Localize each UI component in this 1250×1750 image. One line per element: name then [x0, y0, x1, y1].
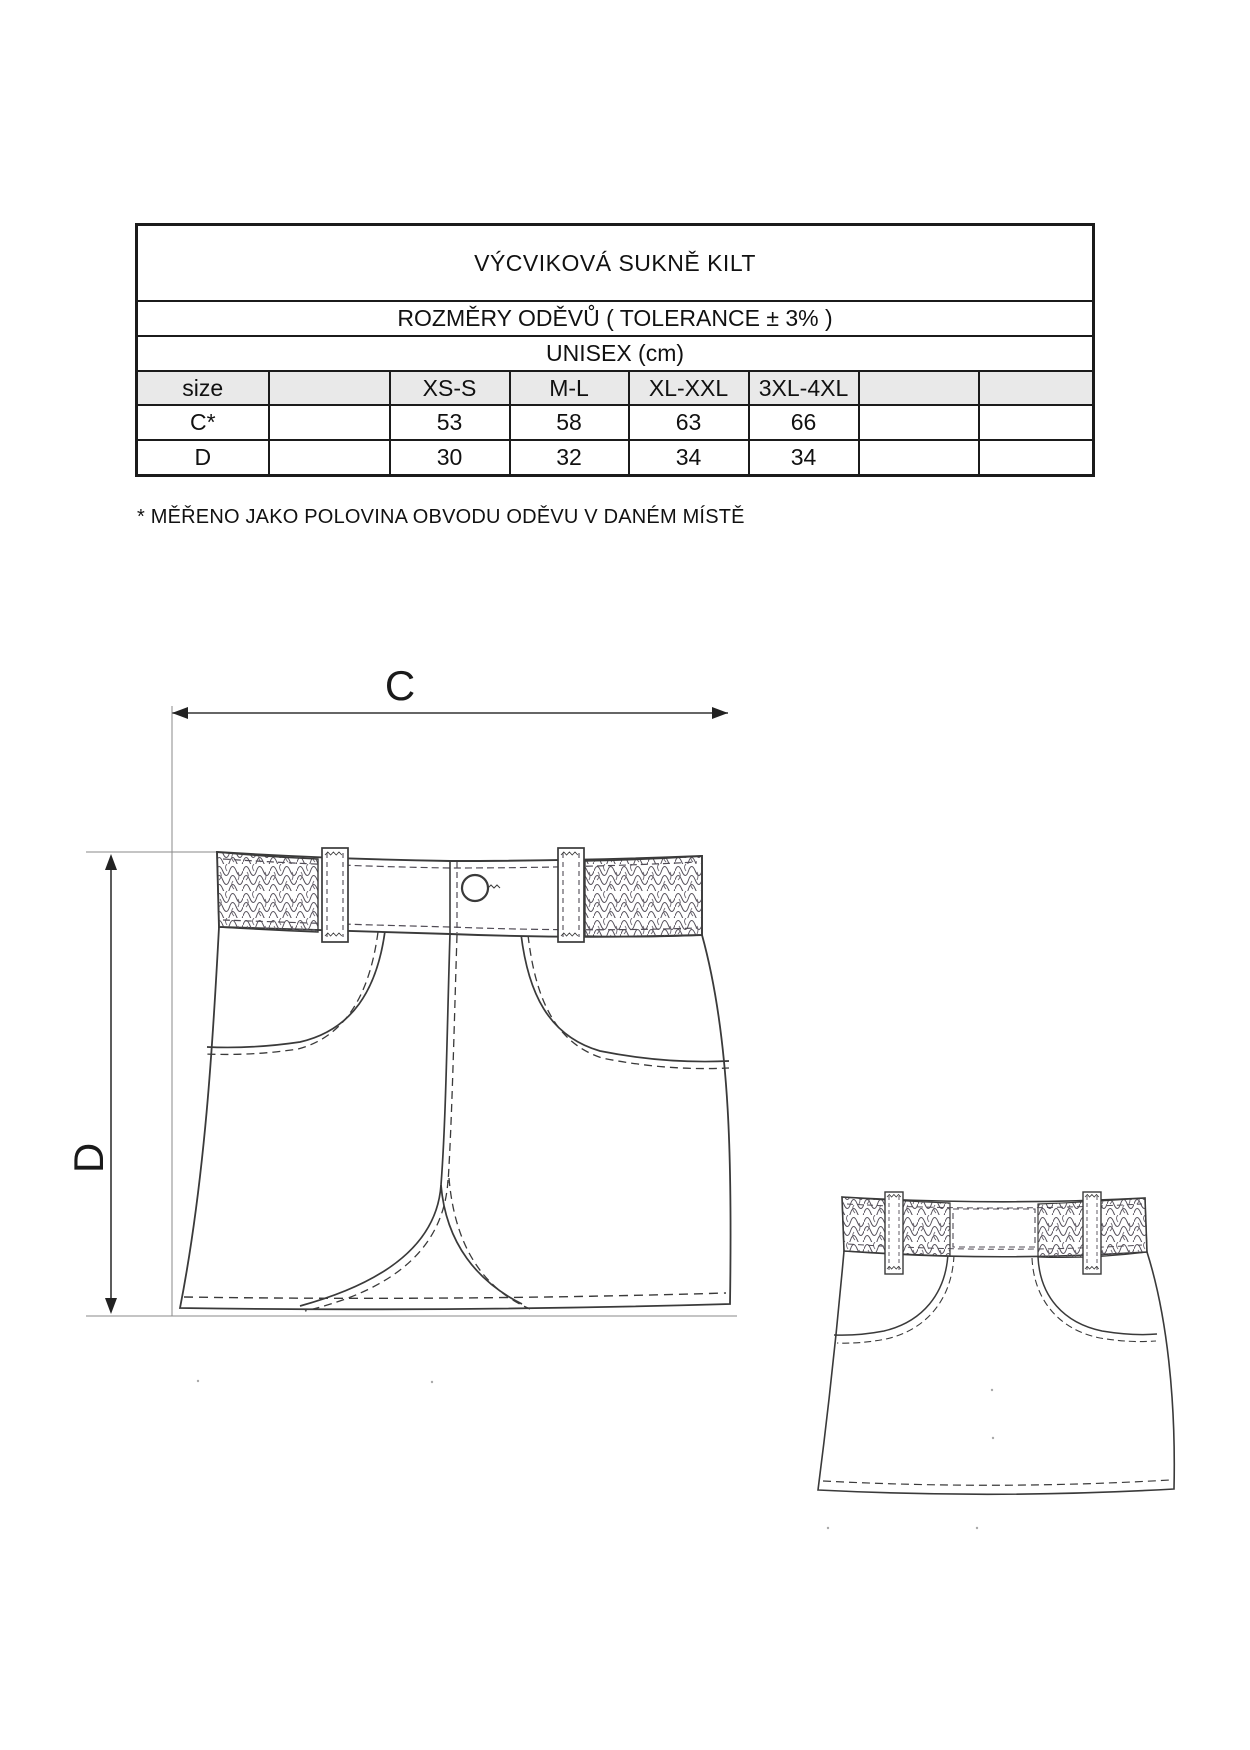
- pocket-opening-left: [833, 1252, 949, 1336]
- wrap-edge-left: [299, 1184, 442, 1307]
- value-cell: 32: [508, 439, 630, 477]
- hem-stitch-line: [183, 1292, 727, 1300]
- table-unit-row: UNISEX (cm): [135, 335, 1095, 372]
- header-cell: [977, 370, 1095, 406]
- center-panel-stitch: [952, 1208, 1036, 1248]
- elastic-waistband-left: [216, 851, 319, 933]
- pocket-stitch-left: [204, 931, 379, 1056]
- value-cell: [977, 439, 1095, 477]
- table-subtitle-row: ROZMĚRY ODĚVŮ ( TOLERANCE ± 3% ): [135, 300, 1095, 337]
- dimension-c-label: C: [385, 662, 415, 709]
- belt-loop-left: [884, 1191, 904, 1275]
- value-cell: [977, 404, 1095, 441]
- header-cell: XL-XXL: [627, 370, 750, 406]
- dimension-label-cell: D: [135, 439, 270, 477]
- table-title-row: VÝCVIKOVÁ SUKNĚ KILT: [135, 223, 1095, 302]
- measurement-footnote: * MĚŘENO JAKO POLOVINA OBVODU ODĚVU V DA…: [137, 506, 745, 528]
- print-specks: [196, 1379, 995, 1530]
- value-cell: [857, 404, 980, 441]
- skirt-back-view: [817, 1191, 1176, 1496]
- arrowhead-down: [105, 1298, 117, 1314]
- value-cell: 58: [508, 404, 630, 441]
- center-front-line: [440, 933, 451, 1186]
- header-cell: [267, 370, 391, 406]
- belt-loop-right: [557, 847, 585, 943]
- value-cell: 34: [627, 439, 750, 477]
- hem-stitch-line: [822, 1479, 1171, 1486]
- unit-note: UNISEX (cm): [135, 335, 1095, 372]
- arrowhead-right: [712, 707, 728, 719]
- table-row: C* 53 58 63 66: [135, 404, 1095, 441]
- header-cell: M-L: [508, 370, 630, 406]
- wrap-stitch-left: [304, 1179, 449, 1312]
- arrowhead-up: [105, 854, 117, 870]
- value-cell: [857, 439, 980, 477]
- wrap-edge-right: [440, 1184, 523, 1305]
- button-thread: [487, 884, 501, 889]
- arrowhead-left: [172, 707, 188, 719]
- pocket-opening-right: [520, 933, 730, 1063]
- pocket-stitch-left: [836, 1254, 955, 1344]
- table-header-row: size XS-S M-L XL-XXL 3XL-4XL: [135, 370, 1095, 406]
- pocket-stitch-right: [1031, 1257, 1157, 1343]
- belt-loop-right: [1082, 1191, 1102, 1275]
- waistband-top-stitch: [222, 858, 698, 869]
- belt-loop-left: [321, 847, 349, 943]
- header-cell: size: [135, 370, 270, 406]
- wrap-stitch-right: [448, 1177, 531, 1310]
- value-cell: 30: [388, 439, 511, 477]
- elastic-waistband-right: [584, 855, 703, 938]
- page-title: VÝCVIKOVÁ SUKNĚ KILT: [135, 223, 1095, 302]
- size-table: VÝCVIKOVÁ SUKNĚ KILT ROZMĚRY ODĚVŮ ( TOL…: [135, 223, 1096, 477]
- button-icon: [460, 873, 501, 903]
- header-cell: XS-S: [388, 370, 511, 406]
- skirt-body-outline: [178, 926, 732, 1311]
- header-cell: 3XL-4XL: [747, 370, 860, 406]
- table-row: D 30 32 34 34: [135, 439, 1095, 477]
- value-cell: [267, 439, 391, 477]
- center-front-stitch: [447, 934, 458, 1184]
- skirt-front-view: [178, 847, 732, 1312]
- value-cell: [267, 404, 391, 441]
- pocket-opening-left: [206, 930, 386, 1049]
- dimension-d: D: [65, 851, 737, 1317]
- pocket-opening-right: [1037, 1256, 1158, 1336]
- value-cell: 66: [747, 404, 860, 441]
- dimension-c: C: [171, 662, 728, 1316]
- tolerance-note: ROZMĚRY ODĚVŮ ( TOLERANCE ± 3% ): [135, 300, 1095, 337]
- dimension-d-label: D: [65, 1143, 112, 1173]
- waistband-bottom-stitch: [222, 919, 698, 931]
- value-cell: 63: [627, 404, 750, 441]
- dimension-label-cell: C*: [135, 404, 270, 441]
- value-cell: 34: [747, 439, 860, 477]
- skirt-body-outline: [817, 1250, 1176, 1496]
- header-cell: [857, 370, 980, 406]
- value-cell: 53: [388, 404, 511, 441]
- pocket-stitch-right: [527, 934, 730, 1070]
